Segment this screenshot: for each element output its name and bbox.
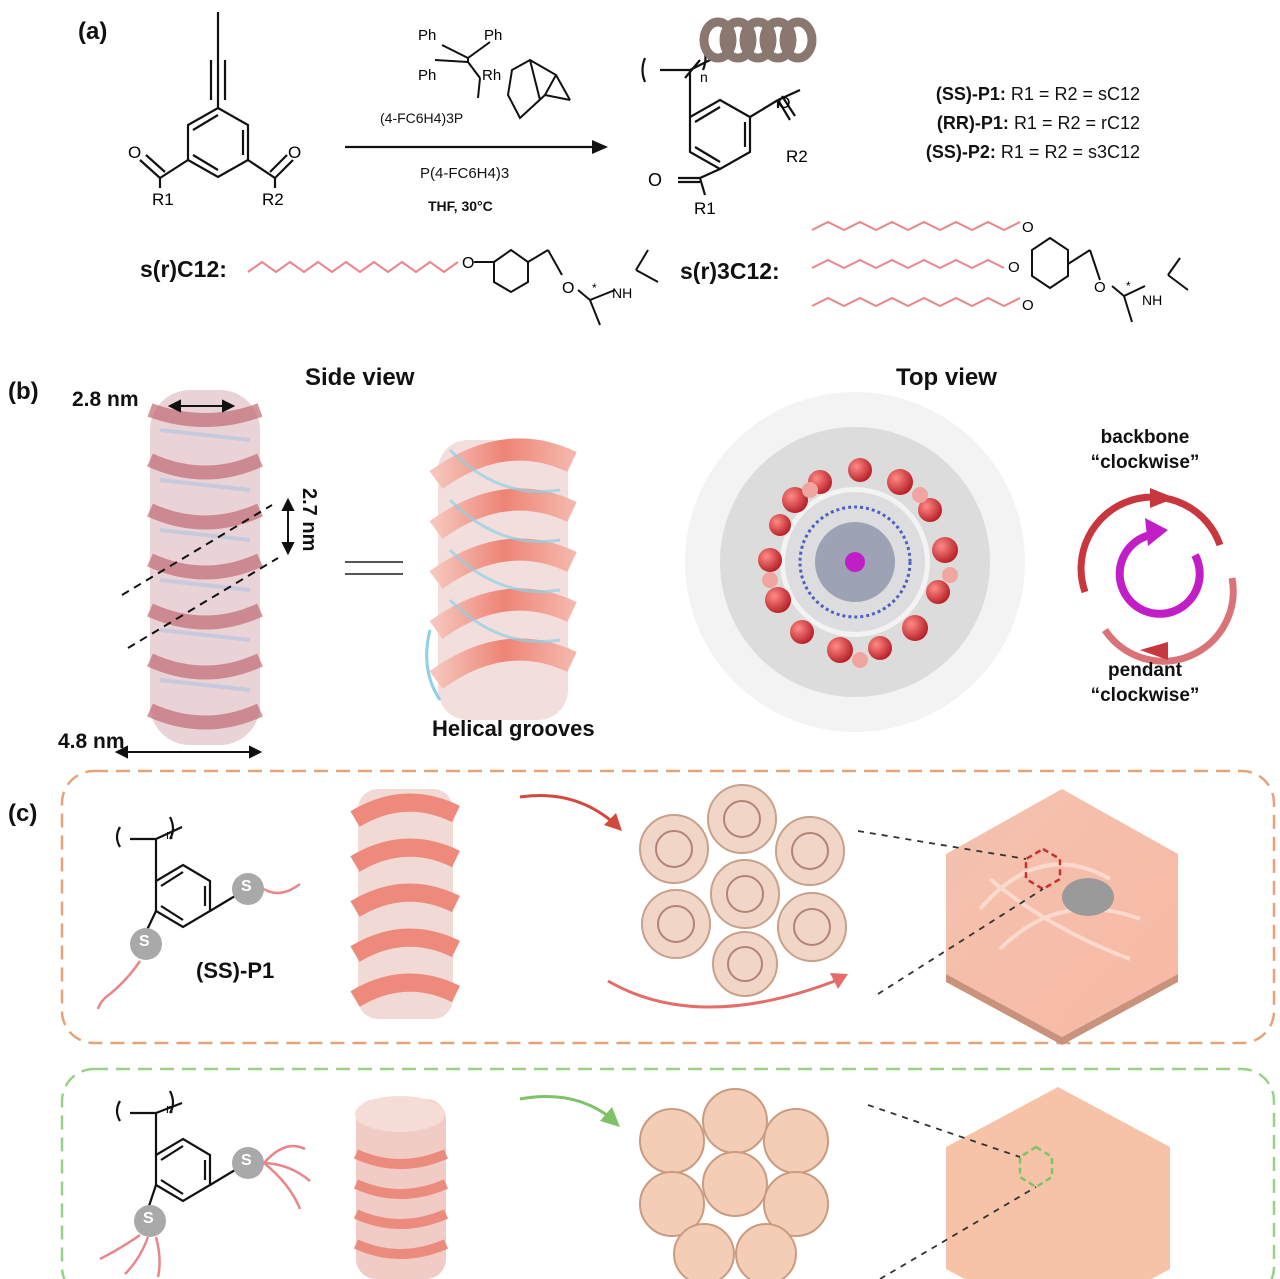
panel-a-scheme: Ph Ph Ph Rh O O n R2 R1 O O R1 R2 — [128, 12, 1189, 326]
hexagon-row2 — [946, 1087, 1170, 1279]
s3c12-o-1: O — [1022, 219, 1034, 236]
c12-chain-1 — [247, 260, 459, 274]
condition-2: THF, 30°C — [428, 198, 493, 214]
side-chain-label-1: s(r)C12: — [140, 256, 227, 282]
sc12-o-1: O — [462, 255, 474, 272]
s-atom-2: S — [139, 933, 150, 950]
backbone-direction: “clockwise” — [1090, 452, 1200, 473]
top-view-model — [685, 392, 1025, 732]
subscript-n-product: n — [700, 69, 708, 85]
dim-top-label: 2.8 nm — [72, 388, 139, 411]
sc12-stereo: * — [592, 281, 597, 295]
rh-label: Rh — [482, 67, 501, 84]
backbone-text: backbone — [1100, 427, 1190, 448]
coil-bundle-row1 — [639, 784, 847, 997]
s3c12-nh: NH — [1142, 292, 1162, 308]
sc12-nh: NH — [612, 285, 632, 301]
s3c12-stereo: * — [1126, 279, 1131, 293]
s3c12-o-3: O — [1022, 297, 1034, 314]
s3c12-o-4: O — [1094, 279, 1106, 296]
panel-a-label: (a) — [78, 18, 108, 45]
helical-grooves-label: Helical grooves — [432, 716, 595, 741]
polymer-name: (RR)-P1: — [936, 113, 1009, 133]
monomer-r2: R2 — [262, 190, 284, 209]
ph-label-1: Ph — [418, 27, 436, 44]
s-atom-3: S — [241, 1152, 252, 1169]
pendant-direction: “clockwise” — [1090, 685, 1200, 706]
monomer-o-right: O — [288, 143, 301, 162]
helix-row2 — [353, 1096, 448, 1279]
product-r2: R2 — [786, 147, 808, 166]
s-atom-4: S — [143, 1210, 154, 1227]
green-box — [60, 1067, 1276, 1279]
sc12-o-2: O — [562, 280, 574, 297]
rotation-direction-icon — [1077, 488, 1237, 665]
side-view-title: Side view — [305, 364, 415, 391]
side-chain-label-2: s(r)3C12: — [680, 258, 780, 284]
dim-pitch-label: 2.7 nm — [298, 488, 320, 552]
c12-chain-2b — [811, 258, 1005, 270]
condition-phosphine: (4-FC6H4)3P — [380, 110, 464, 126]
s-atom-1: S — [241, 878, 252, 895]
orange-box — [60, 769, 1276, 1045]
monomer-o-left: O — [128, 143, 141, 162]
polymer-formula: R1 = R2 = sC12 — [1010, 84, 1140, 104]
atomistic-model — [147, 390, 263, 745]
product-helix-icon — [699, 17, 817, 63]
panel-c-graphics — [60, 769, 1276, 1279]
subscript-n-row1: n — [166, 827, 174, 842]
top-view-title: Top view — [896, 364, 997, 391]
ph-label-2: Ph — [484, 27, 502, 44]
polymer-name: (SS)-P1: — [935, 84, 1006, 104]
panel-b-label: (b) — [8, 378, 39, 405]
polymer-label-ss-p1: (SS)-P1 — [196, 958, 275, 983]
coil-bundle-row2 — [639, 1088, 829, 1279]
condition-1: P(4-FC6H4)3 — [420, 165, 510, 182]
subscript-n-row2: n — [166, 1101, 174, 1116]
product-o-1: O — [778, 95, 790, 112]
pendant-text: pendant — [1108, 660, 1182, 681]
c12-chain-2c — [811, 296, 1021, 308]
helix-row1 — [350, 789, 460, 1019]
dim-bottom-label: 4.8 nm — [58, 730, 125, 753]
monomer-r1: R1 — [152, 190, 174, 209]
panel-b-graphics — [114, 390, 1237, 759]
cartoon-helix — [425, 438, 577, 720]
s3c12-o-2: O — [1008, 259, 1020, 276]
polymer-list: (SS)-P1: R1 = R2 = sC12 (RR)-P1: R1 = R2… — [868, 80, 1140, 167]
polymer-formula: R1 = R2 = s3C12 — [1000, 142, 1140, 162]
ph-label-3: Ph — [418, 67, 436, 84]
panel-c-label: (c) — [8, 800, 38, 827]
product-r1: R1 — [694, 199, 716, 218]
polymer-name: (SS)-P2: — [925, 142, 996, 162]
backbone-label: backbone “clockwise” — [1070, 425, 1220, 475]
polymer-formula: R1 = R2 = rC12 — [1013, 113, 1140, 133]
polymer-item-2: (RR)-P1: R1 = R2 = rC12 — [868, 109, 1140, 138]
product-o-2: O — [648, 170, 662, 190]
polymer-item-1: (SS)-P1: R1 = R2 = sC12 — [868, 80, 1140, 109]
c12-chain-2a — [811, 220, 1021, 232]
pendant-label: pendant “clockwise” — [1070, 658, 1220, 708]
polymer-item-3: (SS)-P2: R1 = R2 = s3C12 — [868, 138, 1140, 167]
